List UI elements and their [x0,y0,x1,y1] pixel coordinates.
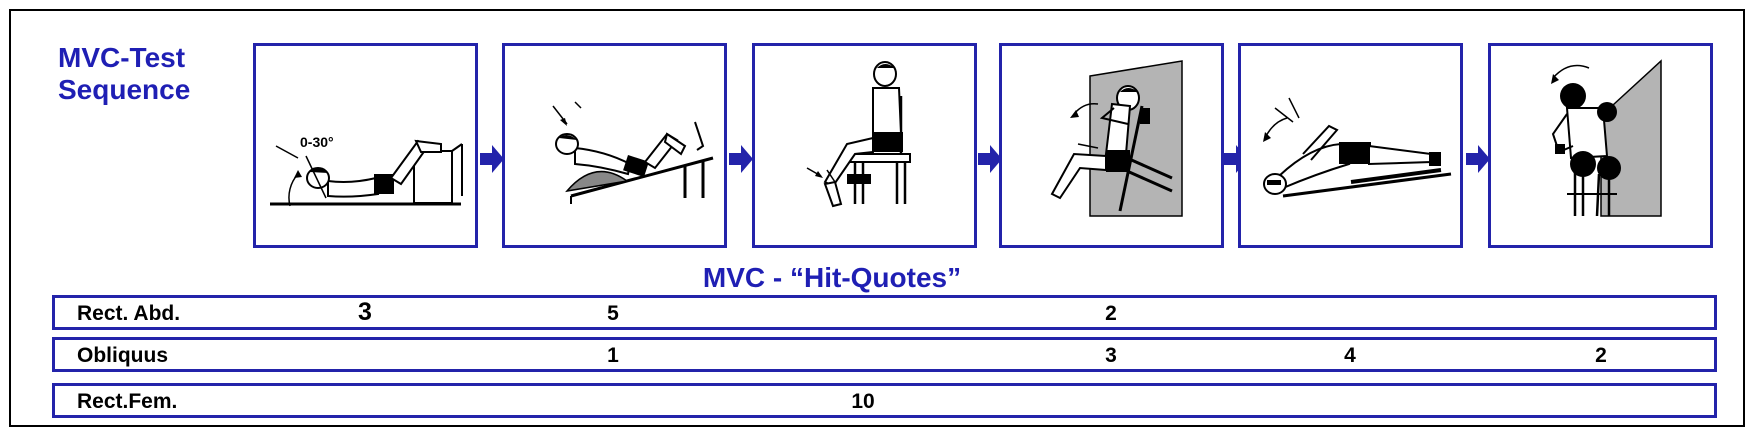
hit-quote-value: 10 [851,390,875,413]
exercise-panel-3 [752,43,977,248]
muscle-row-rect-fem: Rect.Fem. 10 [52,383,1717,418]
exercise-panel-5 [1238,43,1463,248]
sequence-title-line-2: Sequence [58,74,191,105]
angle-label: 0-30° [300,134,334,150]
sequence-arrow-2 [729,145,753,173]
hit-quote-value: 2 [1105,302,1117,325]
row-label: Obliquus [77,344,168,367]
exercise-panel-1: 0-30° [253,43,478,248]
hit-quote-value: 1 [607,344,619,367]
row-label: Rect. Abd. [77,302,181,325]
hit-quote-value: 4 [1344,344,1356,367]
sequence-arrow-3 [978,145,1002,173]
exercise-illustration-4 [1050,60,1183,217]
hit-quote-value: 3 [358,298,372,326]
exercise-panel-2 [502,43,727,248]
sequence-title-line-1: MVC-Test [58,42,186,73]
sequence-arrow-5 [1466,145,1490,173]
hit-quotes-title-text: MVC - “Hit-Quotes” [702,262,962,293]
exercise-illustration-1: 0-30° [270,134,463,207]
exercise-panel-4 [999,43,1224,248]
sequence-arrow-1 [480,145,504,173]
muscle-row-obliquus: Obliquus 1 3 4 2 [52,337,1717,372]
exercise-panel-6 [1488,43,1713,248]
exercise-illustration-5 [1263,97,1452,198]
exercise-illustration-6 [1551,59,1662,217]
sequence-title: MVC-Test Sequence [58,42,190,106]
hit-quotes-title: MVC - “Hit-Quotes” [0,262,1756,294]
row-label: Rect.Fem. [77,390,178,413]
muscle-row-rect-abd: Rect. Abd. 3 5 2 [52,295,1717,330]
exercise-illustration-3 [806,61,911,208]
hit-quote-value: 2 [1595,344,1607,367]
hit-quote-value: 3 [1105,344,1117,367]
hit-quote-value: 5 [607,302,619,325]
exercise-illustration-2 [552,101,714,204]
